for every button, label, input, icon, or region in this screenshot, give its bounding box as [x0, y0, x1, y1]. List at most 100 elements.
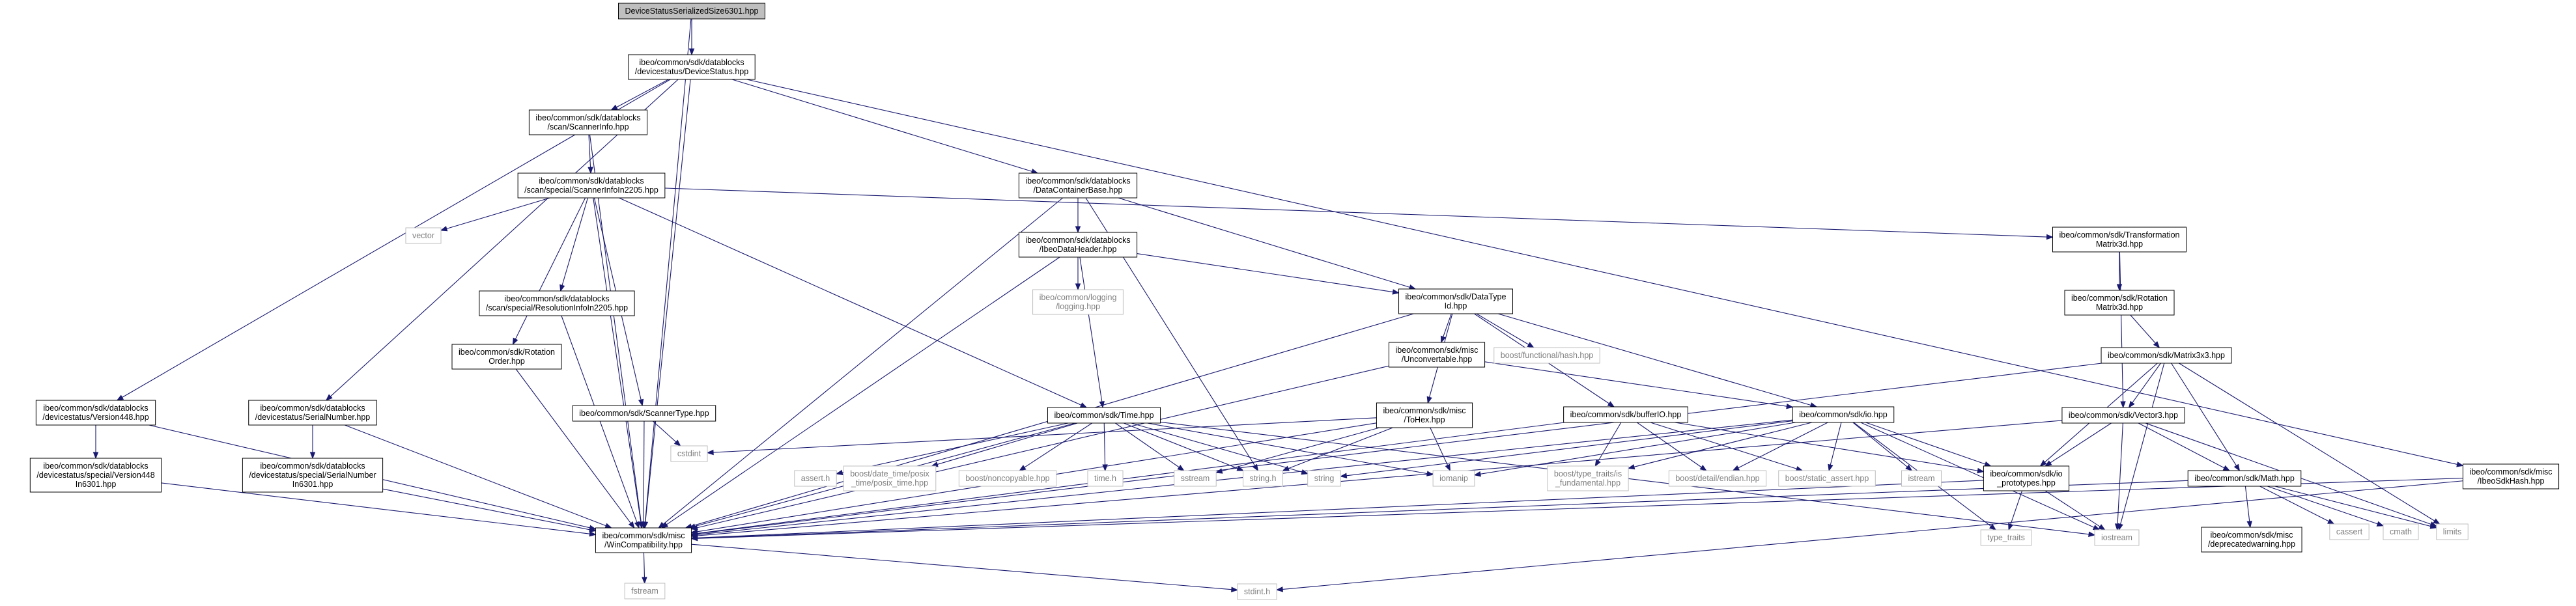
node-label: cassert	[2336, 527, 2363, 536]
edge-tohex-to-stringh	[1288, 427, 1393, 469]
node-box	[1983, 465, 2070, 491]
edge-scannertype-to-cstdint	[652, 420, 677, 443]
node-resolutioninfo[interactable]: ibeo/common/sdk/datablocks/scan/special/…	[479, 290, 635, 316]
arrowhead	[658, 521, 666, 529]
node-label: string	[1314, 474, 1335, 483]
arrowhead	[559, 284, 565, 292]
node-label: istream	[1908, 474, 1935, 483]
node-label: /ToHex.hpp	[1404, 415, 1445, 424]
arrowhead	[92, 452, 99, 460]
node-box	[528, 109, 648, 135]
node-ibeosdkhash[interactable]: ibeo/common/sdk/misc/IbeoSdkHash.hpp	[2462, 463, 2560, 489]
node-layer: DeviceStatusSerializedSize6301.hpp ibeo/c…	[29, 3, 2560, 600]
node-time[interactable]: ibeo/common/sdk/Time.hpp	[1047, 407, 1161, 424]
node-limits: limits	[2436, 523, 2469, 540]
edge-ibeosdkhash-to-wincompat	[697, 477, 2463, 539]
node-label: /devicestatus/DeviceStatus.hpp	[635, 67, 748, 76]
node-ibeodataheader[interactable]: ibeo/common/sdk/datablocks/IbeoDataHeade…	[1018, 232, 1138, 258]
node-root[interactable]: DeviceStatusSerializedSize6301.hpp	[618, 3, 765, 20]
node-scannerinfo[interactable]: ibeo/common/sdk/datablocks/scan/ScannerI…	[528, 109, 648, 135]
node-label: time.h	[1094, 474, 1116, 483]
node-label: Id.hpp	[1445, 301, 1467, 310]
node-deprecated[interactable]: ibeo/common/sdk/misc/deprecatedwarning.h…	[2201, 527, 2302, 553]
arrowhead	[2376, 521, 2385, 527]
node-unconvertable[interactable]: ibeo/common/sdk/misc/Unconvertable.hpp	[1388, 342, 1486, 368]
edge-scannerinfoin2205-to-time	[619, 197, 1082, 406]
edge-unconvertable-to-io	[1484, 361, 1787, 407]
node-cmath: cmath	[2383, 523, 2419, 540]
edge-io-to-ioprototypes	[1865, 422, 1986, 465]
node-scannerinfoin2205[interactable]: ibeo/common/sdk/datablocks/scan/special/…	[517, 172, 666, 199]
arrowhead	[589, 527, 597, 532]
node-label: ibeo/common/sdk/Rotation	[459, 348, 555, 357]
node-box	[2094, 529, 2140, 546]
arrowhead	[2433, 518, 2441, 525]
node-serialnumber[interactable]: ibeo/common/sdk/datablocks/devicestatus/…	[248, 400, 377, 426]
node-label: boost/detail/endian.hpp	[1675, 474, 1759, 483]
edge-unconvertable-to-wincompat	[697, 365, 1389, 529]
arrowhead	[1594, 459, 1601, 467]
edge-bufferio-to-endian	[1636, 422, 1702, 468]
arrowhead	[638, 398, 644, 407]
node-datacontainerbase[interactable]: ibeo/common/sdk/datablocks/DataContainer…	[1018, 172, 1138, 199]
edge-scannerinfoin2205-to-vector	[446, 197, 550, 229]
arrowhead	[1099, 400, 1105, 409]
node-label: /deprecatedwarning.hpp	[2208, 540, 2295, 549]
node-devicestatus[interactable]: ibeo/common/sdk/datablocks/devicestatus/…	[628, 54, 756, 80]
node-scannertype[interactable]: ibeo/common/sdk/ScannerType.hpp	[572, 405, 716, 422]
node-box	[1376, 402, 1473, 428]
node-label: ibeo/common/sdk/Time.hpp	[1054, 411, 1154, 420]
node-bufferio[interactable]: ibeo/common/sdk/bufferIO.hpp	[1563, 406, 1688, 423]
node-box	[1778, 470, 1876, 487]
node-label: /WinCompatibility.hpp	[604, 540, 683, 549]
arrowhead	[835, 469, 843, 476]
node-box	[35, 400, 156, 426]
node-version448[interactable]: ibeo/common/sdk/datablocks/devicestatus/…	[35, 400, 156, 426]
arrowhead	[1607, 401, 1615, 407]
node-label: /DataContainerBase.hpp	[1034, 186, 1123, 195]
node-vector3[interactable]: ibeo/common/sdk/Vector3.hpp	[2061, 407, 2185, 424]
edge-bufferio-to-typetraitsfund	[1598, 422, 1622, 461]
node-iostream: iostream	[2094, 529, 2140, 546]
edge-ibeodataheader-to-time	[1079, 256, 1103, 402]
edge-devicestatus-to-ibeosdkhash	[746, 79, 2457, 465]
arrowhead	[1282, 465, 1290, 471]
arrowhead	[628, 521, 635, 529]
node-matrix3x3[interactable]: ibeo/common/sdk/Matrix3x3.hpp	[2101, 347, 2232, 364]
node-box	[2383, 523, 2419, 540]
node-transformation[interactable]: ibeo/common/sdk/TransformationMatrix3d.h…	[2052, 227, 2187, 253]
node-box	[1668, 470, 1767, 487]
edge-bufferio-to-staticassert	[1650, 422, 1797, 469]
arrowhead	[1075, 283, 1081, 291]
arrowhead	[1275, 586, 1284, 592]
node-asserth: assert.h	[794, 470, 837, 487]
node-version448in6301[interactable]: ibeo/common/sdk/datablocks/devicestatus/…	[29, 458, 162, 493]
edge-time-to-timeh	[1103, 422, 1106, 465]
node-box	[517, 172, 666, 199]
node-box	[1493, 347, 1600, 364]
node-serialnumberin6301[interactable]: ibeo/common/sdk/datablocks/devicestatus/…	[242, 458, 384, 493]
node-io[interactable]: ibeo/common/sdk/io.hpp	[1792, 406, 1895, 423]
arrowhead	[2045, 460, 2052, 467]
edge-serialnumber-to-wincompat	[345, 424, 606, 527]
node-box	[1032, 289, 1124, 315]
arrowhead	[1177, 465, 1185, 471]
arrowhead	[640, 521, 647, 529]
node-tohex[interactable]: ibeo/common/sdk/misc/ToHex.hpp	[1376, 402, 1473, 428]
node-label: ibeo/common/sdk/datablocks	[639, 58, 744, 67]
arrowhead	[1102, 464, 1108, 472]
node-label: ibeo/common/sdk/datablocks	[1025, 176, 1130, 186]
node-box	[451, 344, 562, 370]
node-label: Matrix3d.hpp	[2096, 303, 2143, 312]
node-box	[1388, 342, 1486, 368]
node-label: /devicestatus/special/Version448	[36, 471, 154, 480]
node-ioprototypes[interactable]: ibeo/common/sdk/io_prototypes.hpp	[1983, 465, 2070, 491]
node-label: type_traits	[1987, 533, 2025, 542]
edge-ibeodataheader-to-wincompat	[666, 256, 1060, 525]
node-math[interactable]: ibeo/common/sdk/Math.hpp	[2187, 470, 2302, 487]
node-wincompat[interactable]: ibeo/common/sdk/misc/WinCompatibility.hp…	[595, 527, 692, 553]
